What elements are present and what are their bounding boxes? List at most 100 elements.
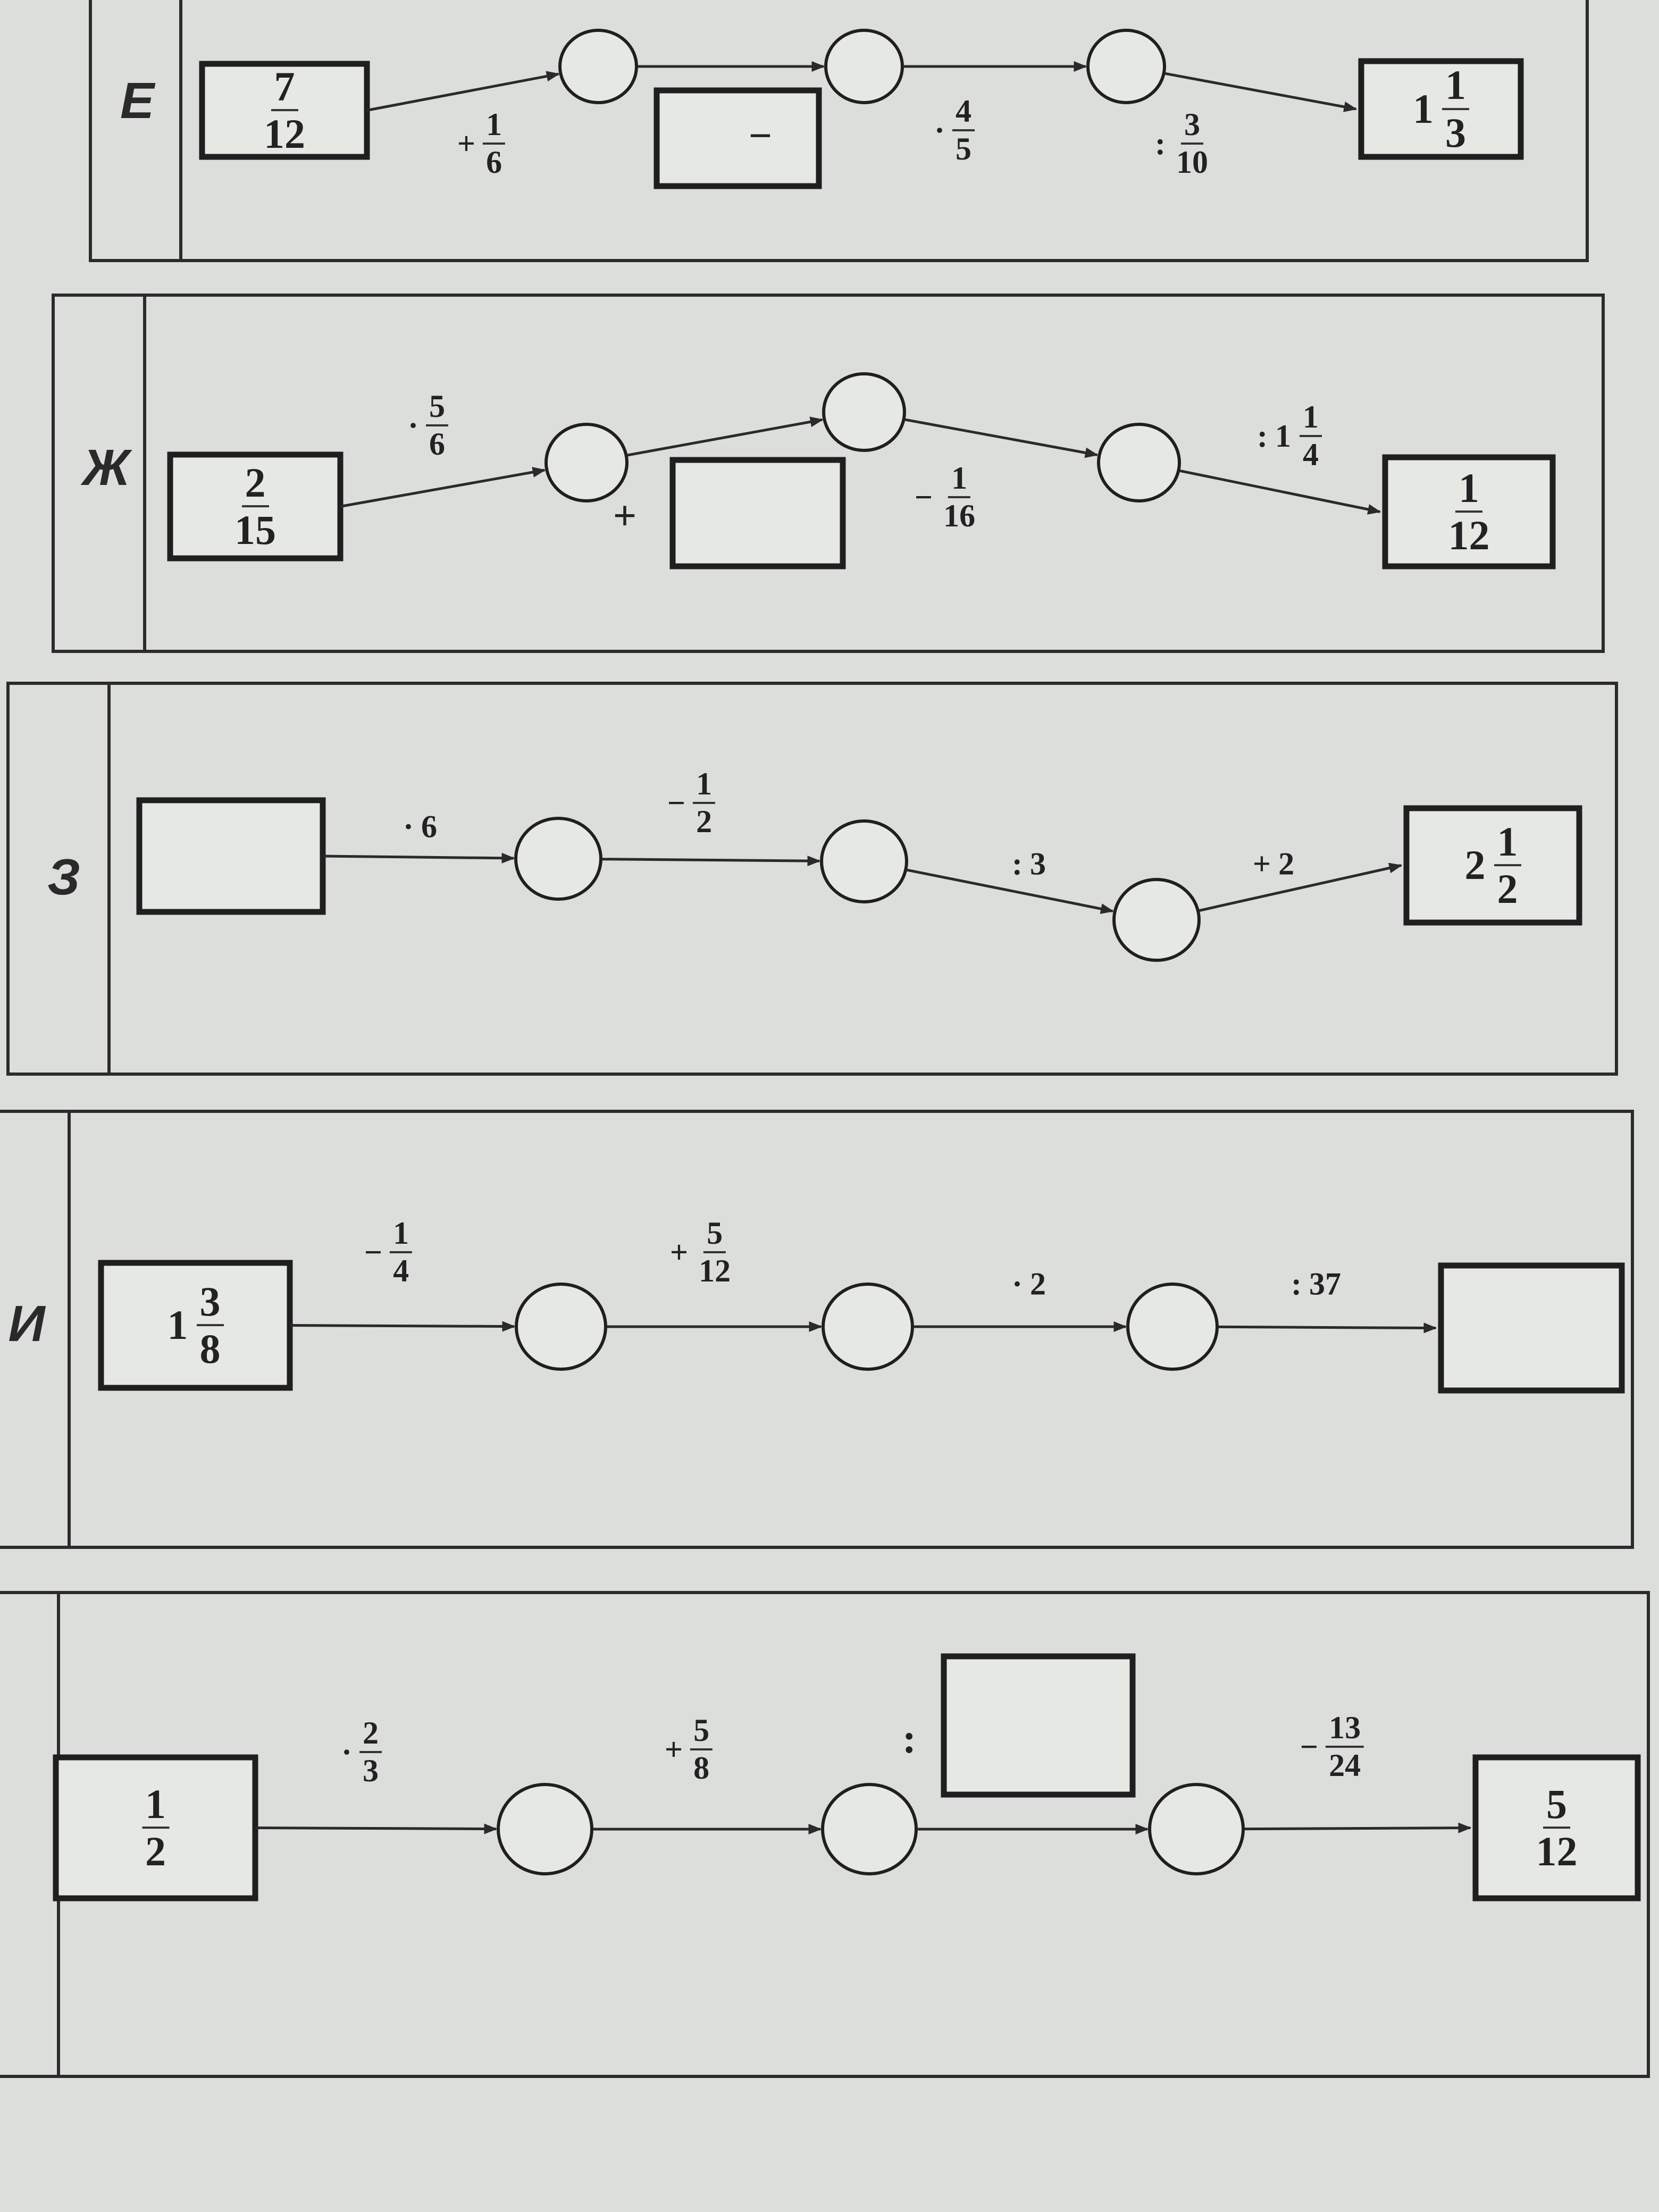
whole-part: 1 <box>1275 418 1291 454</box>
numerator: 13 <box>1326 1711 1364 1748</box>
answer-circle[interactable] <box>497 1783 593 1875</box>
operation-arrow <box>366 71 560 112</box>
answer-circle[interactable] <box>1112 878 1201 962</box>
row-frame <box>52 294 1605 653</box>
denominator: 4 <box>1302 437 1319 472</box>
operand-answer-box[interactable] <box>653 87 822 189</box>
numerator: 1 <box>142 1782 169 1829</box>
operation-arrow <box>1179 469 1381 515</box>
numerator: 7 <box>271 64 298 112</box>
operation-arrow <box>1244 1822 1472 1833</box>
answer-circle[interactable] <box>822 1283 914 1371</box>
denominator: 10 <box>1176 145 1208 180</box>
answer-circle[interactable] <box>822 372 906 452</box>
whole-part: 2 <box>1464 842 1486 889</box>
operation-arrow <box>340 467 546 508</box>
chain-row <box>6 682 1618 1076</box>
operation-sign: − <box>914 479 933 515</box>
numerator: 5 <box>703 1217 726 1253</box>
row-frame <box>0 1110 1634 1549</box>
answer-circle[interactable] <box>824 29 904 104</box>
answer-circle[interactable] <box>1126 1283 1219 1371</box>
denominator: 12 <box>264 111 305 157</box>
whole-part: 1 <box>1413 86 1434 132</box>
operation-label: +2 <box>1253 846 1294 883</box>
answer-circle[interactable] <box>1086 29 1166 104</box>
operand-answer-box[interactable] <box>669 457 846 569</box>
answer-circle[interactable] <box>544 423 629 502</box>
answer-circle[interactable] <box>821 1783 918 1875</box>
answer-circle[interactable] <box>1097 423 1181 502</box>
operand-value: 2 <box>1030 1266 1046 1302</box>
denominator: 3 <box>363 1753 379 1788</box>
operation-label: − <box>749 112 772 160</box>
numerator: 1 <box>390 1217 413 1253</box>
operation-sign: + <box>613 492 637 539</box>
operation-arrow <box>601 856 821 867</box>
denominator: 8 <box>199 1326 221 1372</box>
operation-arrow <box>627 416 824 457</box>
answer-circle[interactable] <box>515 1283 607 1371</box>
operation-sign: + <box>1252 846 1271 882</box>
denominator: 6 <box>429 426 446 462</box>
numerator: 2 <box>359 1716 382 1753</box>
denominator: 2 <box>1497 866 1518 912</box>
denominator: 2 <box>145 1828 166 1875</box>
numerator: 1 <box>1455 466 1482 513</box>
numerator: 1 <box>483 108 506 145</box>
operation-label: + <box>613 492 636 540</box>
numerator: 3 <box>1180 108 1203 145</box>
operation-label: : <box>902 1715 916 1763</box>
denominator: 4 <box>393 1253 409 1288</box>
answer-circle[interactable] <box>514 817 602 901</box>
denominator: 2 <box>696 804 713 839</box>
denominator: 12 <box>1448 512 1490 559</box>
numerator: 4 <box>952 95 975 131</box>
operation-sign: · <box>341 1734 353 1770</box>
numerator: 1 <box>693 767 716 804</box>
operation-label: :37 <box>1291 1266 1341 1303</box>
operand-value: 6 <box>421 809 438 844</box>
answer-circle[interactable] <box>1148 1783 1245 1875</box>
operation-arrow <box>255 1823 498 1834</box>
operation-sign: − <box>667 785 686 820</box>
numerator: 1 <box>1299 400 1322 437</box>
denominator: 16 <box>943 498 976 533</box>
row-frame <box>0 1591 1650 2078</box>
row-frame <box>6 682 1618 1076</box>
answer-circle[interactable] <box>820 819 908 903</box>
operation-sign: − <box>1300 1729 1319 1764</box>
end-answer-box[interactable] <box>1438 1262 1625 1394</box>
chain-row <box>0 1110 1634 1549</box>
start-answer-box[interactable] <box>136 797 326 915</box>
answer-circle[interactable] <box>558 29 638 104</box>
operation-arrow <box>1218 1322 1437 1334</box>
denominator: 8 <box>693 1750 710 1786</box>
operand-answer-box[interactable] <box>941 1653 1136 1798</box>
operation-sign: + <box>669 1234 689 1270</box>
operation-sign: : <box>1257 418 1268 454</box>
